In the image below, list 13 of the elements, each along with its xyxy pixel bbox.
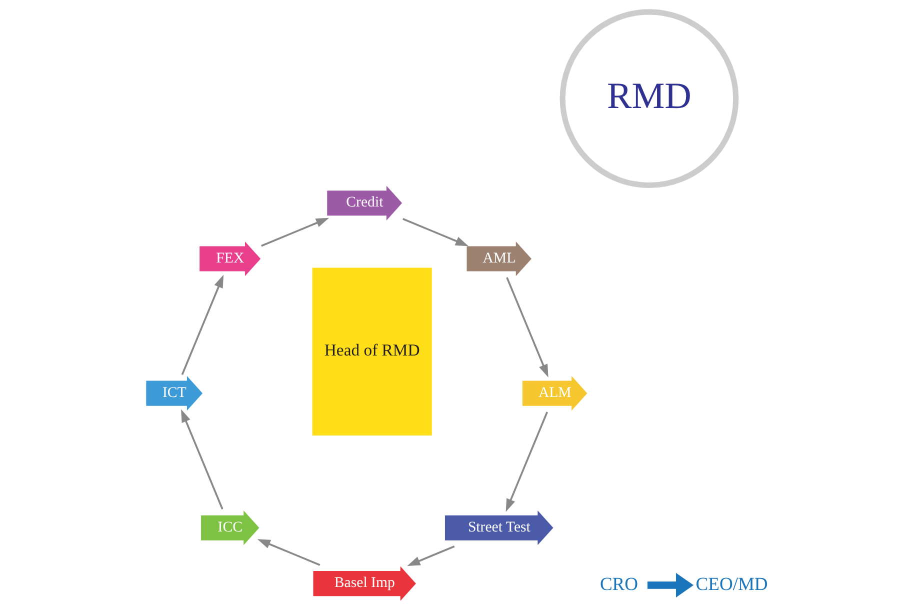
- arrow: [180, 409, 223, 510]
- arrow: [506, 277, 548, 378]
- arrow: [180, 274, 224, 375]
- arrow: [260, 218, 329, 247]
- node-circle: RMD: [559, 9, 738, 188]
- node-text: CEO/MD: [695, 574, 768, 595]
- arrow: [256, 539, 320, 566]
- arrow: [646, 572, 694, 598]
- arrow: [505, 412, 548, 512]
- arrow: [406, 546, 454, 566]
- node-text: CRO: [599, 574, 638, 595]
- arrow: [402, 218, 468, 246]
- node-box: Head of RMD: [312, 268, 432, 436]
